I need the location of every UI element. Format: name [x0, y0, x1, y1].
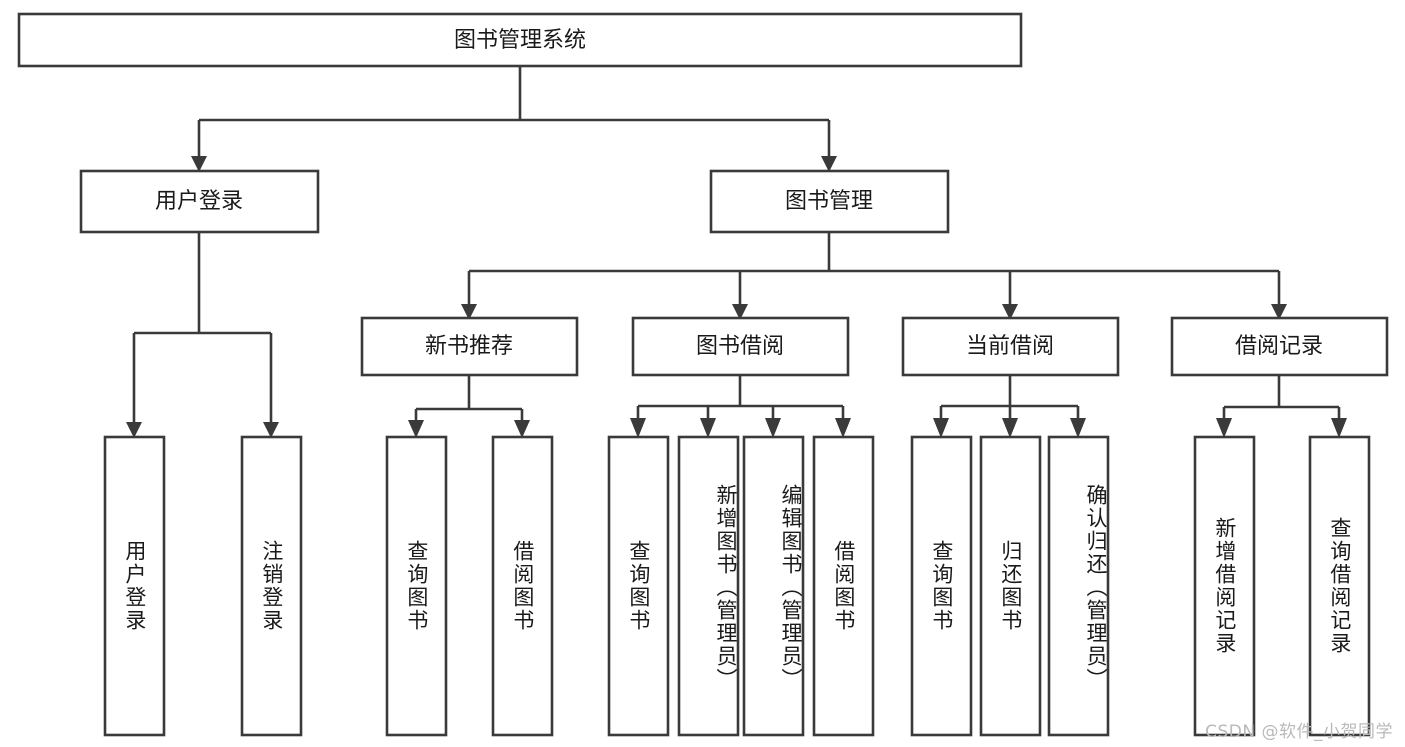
node-root-box[interactable]: [17, 12, 1023, 68]
node-borrow-record-label: 借阅记录: [1235, 334, 1323, 359]
node-book-borrow-label: 图书借阅: [696, 334, 784, 359]
node-borrow-record-box[interactable]: [1170, 316, 1389, 377]
leaf-box-user-login-2[interactable]: [240, 435, 303, 737]
arrowhead-nb-child-1: [408, 420, 424, 438]
node-new-book-recommend-label: 新书推荐: [425, 334, 513, 359]
node-book-management[interactable]: 图书管理: [709, 169, 950, 234]
arrowhead-bb-child-3: [765, 418, 781, 438]
arrowhead-bb-child-4: [835, 418, 851, 438]
leaf-box-new-book-2[interactable]: [491, 435, 554, 737]
node-new-book-recommend-box[interactable]: [360, 316, 579, 377]
node-user-login-label: 用户登录: [155, 189, 243, 214]
node-book-management-box[interactable]: [709, 169, 950, 234]
node-borrow-record[interactable]: 借阅记录: [1170, 316, 1389, 377]
leaf-box-book-borrow-2[interactable]: [677, 435, 740, 737]
arrowhead-cb-child-3: [1070, 418, 1086, 438]
node-book-management-label: 图书管理: [785, 189, 873, 214]
arrowhead-br-child-2: [1331, 418, 1347, 438]
leaf-box-book-borrow-4[interactable]: [812, 435, 875, 737]
arrowhead-br-child-1: [1216, 418, 1232, 438]
node-root-label: 图书管理系统: [454, 28, 586, 53]
leaf-box-new-book-1[interactable]: [385, 435, 448, 737]
connector-group-new-book: [408, 375, 530, 438]
node-user-login-box[interactable]: [79, 169, 320, 234]
arrowhead-bm-child-3: [1002, 304, 1018, 320]
arrowhead-bb-child-2: [700, 418, 716, 438]
leaf-box-user-login-1[interactable]: [103, 435, 166, 737]
leaf-box-book-borrow-3[interactable]: [742, 435, 805, 737]
arrowhead-cb-child-2: [1002, 418, 1018, 438]
arrowhead-bm-child-2: [732, 304, 748, 320]
connector-group-current-borrow: [933, 375, 1086, 438]
node-book-borrow[interactable]: 图书借阅: [631, 316, 850, 377]
connector-group-borrow-record: [1216, 375, 1347, 438]
arrowhead-bb-child-1: [630, 418, 646, 438]
leaf-box-current-borrow-2[interactable]: [979, 435, 1042, 737]
node-root[interactable]: 图书管理系统: [17, 12, 1023, 68]
node-book-borrow-box[interactable]: [631, 316, 850, 377]
watermark-text: CSDN @软件_小贺同学: [1205, 722, 1393, 742]
arrowhead-user-login: [191, 156, 207, 172]
leaf-box-current-borrow-1[interactable]: [910, 435, 973, 737]
arrowhead-book-mgmt: [821, 156, 837, 172]
node-new-book-recommend[interactable]: 新书推荐: [360, 316, 579, 377]
arrowhead-bm-child-1: [461, 304, 477, 320]
connector-group-root: [191, 66, 837, 172]
node-current-borrow[interactable]: 当前借阅: [901, 316, 1120, 377]
node-current-borrow-box[interactable]: [901, 316, 1120, 377]
node-user-login[interactable]: 用户登录: [79, 169, 320, 234]
leaf-box-borrow-record-2[interactable]: [1308, 435, 1371, 737]
node-current-borrow-label: 当前借阅: [966, 334, 1054, 359]
arrowhead-ul-child-2: [263, 422, 279, 438]
connector-group-book-mgmt: [461, 232, 1287, 320]
leaf-box-book-borrow-1[interactable]: [607, 435, 670, 737]
connector-group-user-login: [126, 232, 279, 438]
leaf-box-borrow-record-1[interactable]: [1193, 435, 1256, 737]
arrowhead-cb-child-1: [933, 418, 949, 438]
leaf-box-current-borrow-3[interactable]: [1047, 435, 1110, 737]
arrowhead-bm-child-4: [1271, 304, 1287, 320]
connector-group-book-borrow: [630, 375, 851, 438]
arrowhead-nb-child-2: [514, 420, 530, 438]
arrowhead-ul-child-1: [126, 422, 142, 438]
